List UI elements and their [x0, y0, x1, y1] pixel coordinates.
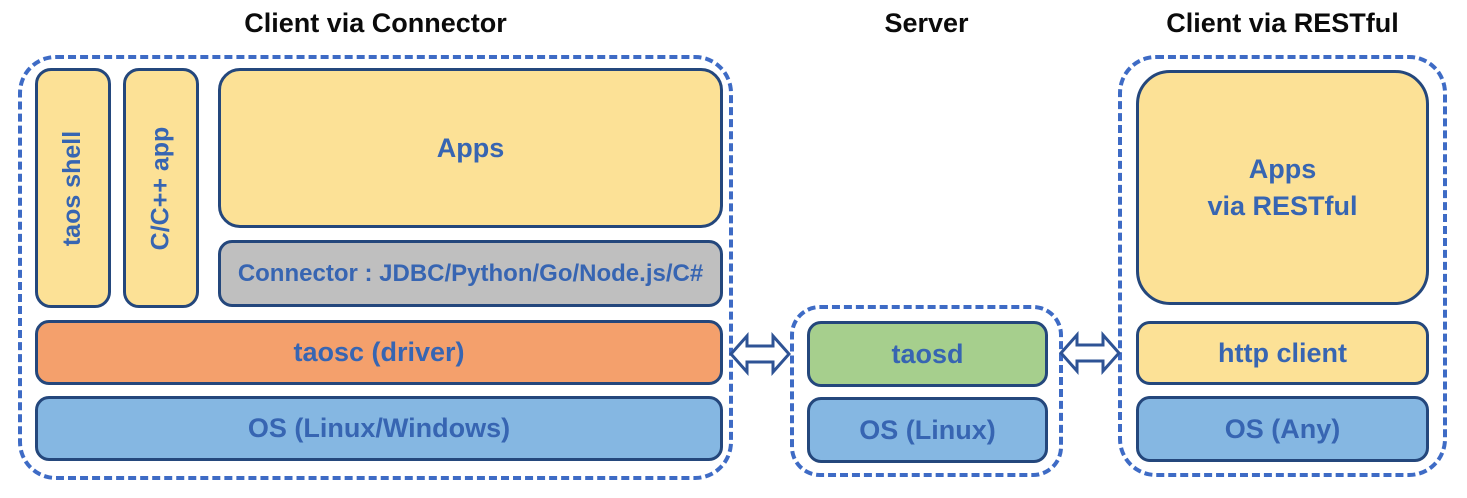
- os-linux-windows-label: OS (Linux/Windows): [247, 413, 511, 443]
- connector-label: Connector : JDBC/Python/Go/Node.js/C#: [237, 259, 704, 287]
- section-title-client-connector: Client via Connector: [244, 8, 507, 38]
- client-connector-section-border: [18, 55, 733, 480]
- box-cpp-app: C/C++ app: [123, 68, 199, 308]
- os-linux-label: OS (Linux): [859, 414, 996, 445]
- client-restful-section-border: [1118, 55, 1447, 477]
- box-http-client: http client: [1136, 321, 1429, 385]
- box-apps-via-restful: Apps via RESTful: [1136, 70, 1429, 305]
- box-taosc-driver: taosc (driver): [35, 320, 723, 385]
- taos-shell-label: taos shell: [58, 130, 87, 246]
- taosd-label: taosd: [891, 338, 964, 369]
- apps-restful-label-line2: via RESTful: [1207, 190, 1358, 221]
- box-os-linux: OS (Linux): [807, 397, 1048, 463]
- box-taos-shell: taos shell: [35, 68, 111, 308]
- section-title-client-restful: Client via RESTful: [1166, 8, 1399, 38]
- http-client-label: http client: [1218, 337, 1347, 368]
- bidirectional-arrow-icon: [1058, 330, 1122, 381]
- server-section-border: [790, 305, 1063, 477]
- box-taosd: taosd: [807, 321, 1048, 387]
- apps-label: Apps: [436, 132, 505, 163]
- os-any-label: OS (Any): [1224, 413, 1341, 444]
- section-title-server: Server: [884, 8, 969, 38]
- box-connector: Connector : JDBC/Python/Go/Node.js/C#: [218, 240, 723, 307]
- apps-restful-label-line1: Apps: [1248, 154, 1317, 185]
- taosc-label: taosc (driver): [293, 337, 465, 367]
- box-apps: Apps: [218, 68, 723, 228]
- box-os-any: OS (Any): [1136, 396, 1429, 462]
- box-os-linux-windows: OS (Linux/Windows): [35, 396, 723, 461]
- bidirectional-arrow-icon: [728, 331, 792, 382]
- cpp-app-label: C/C++ app: [146, 126, 175, 250]
